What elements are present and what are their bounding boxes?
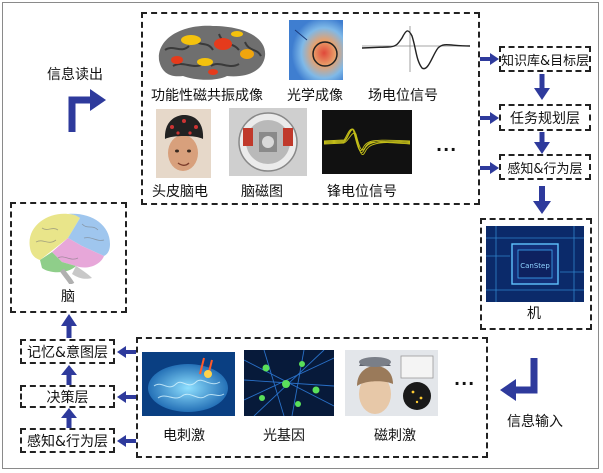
readout-more-ellipsis: ... [436, 136, 458, 155]
input-label: 信息输入 [507, 414, 563, 430]
fmri-label: 功能性磁共振成像 [151, 88, 263, 104]
brain-layer-perception: 感知&行为层 [20, 428, 115, 453]
input-to-decision-arrow [117, 391, 136, 403]
input-to-perception-arrow [117, 435, 136, 447]
readout-to-perception-arrow [480, 162, 499, 174]
input-more-ellipsis: ... [454, 370, 476, 389]
chip-image: CanStep [486, 226, 584, 302]
scalp-eeg-image [156, 109, 211, 178]
field-potential-image [358, 22, 474, 76]
brain-layer-decision: 决策层 [20, 385, 115, 408]
brain-layer-arrow-2 [61, 408, 77, 428]
machine-layer-perception: 感知&行为层 [499, 154, 591, 180]
brain-layer-memory: 记忆&意图层 [20, 339, 115, 364]
brain-layer-arrow-1 [61, 365, 77, 385]
optical-imaging-image [289, 20, 343, 80]
machine-arrow-1 [534, 74, 550, 100]
optogenetics-label: 光基因 [263, 428, 305, 444]
readout-arrow [68, 89, 106, 132]
brain-image [22, 208, 116, 284]
chip-text: CanStep [520, 262, 550, 270]
machine-arrow-3 [533, 186, 551, 214]
figure-frame [2, 2, 599, 469]
readout-to-planning-arrow [480, 112, 499, 124]
field-potential-label: 场电位信号 [368, 88, 438, 104]
fmri-image [153, 20, 271, 84]
optogenetics-image [244, 350, 334, 416]
machine-layer-planning: 任务规划层 [499, 104, 591, 131]
spike-signal-label: 锋电位信号 [327, 184, 397, 200]
machine-arrow-2 [534, 132, 550, 154]
meg-label: 脑磁图 [241, 184, 283, 200]
electric-stimulation-image [142, 352, 235, 416]
magnetic-stimulation-image [345, 350, 438, 416]
optical-imaging-label: 光学成像 [287, 88, 343, 104]
spike-signal-image [322, 110, 412, 174]
magnetic-stimulation-label: 磁刺激 [374, 428, 416, 444]
machine-layer-knowledge: 知识库&目标层 [499, 46, 591, 72]
input-to-memory-arrow [117, 346, 136, 358]
meg-image [229, 108, 307, 176]
input-arrow [500, 358, 538, 401]
machine-label: 机 [527, 306, 541, 322]
brain-label: 脑 [61, 289, 75, 305]
readout-label: 信息读出 [47, 67, 103, 83]
readout-to-machine-arrow [480, 53, 499, 65]
brain-arrow-up [61, 314, 77, 338]
electric-stimulation-label: 电刺激 [163, 428, 205, 444]
scalp-eeg-label: 头皮脑电 [152, 184, 208, 200]
